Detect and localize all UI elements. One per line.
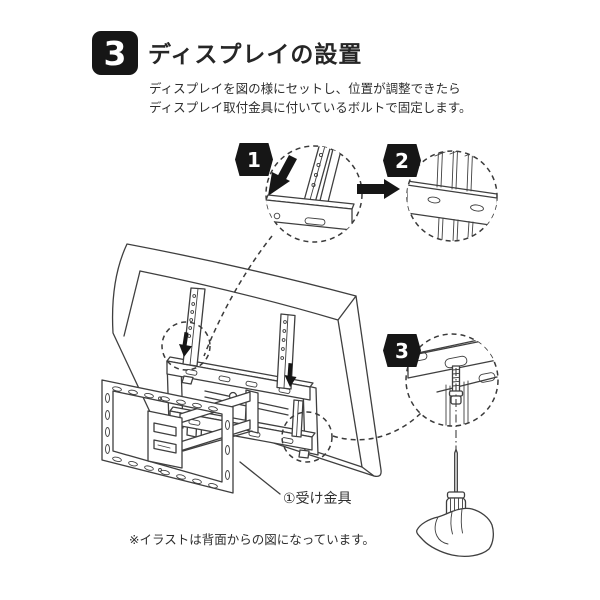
section-number: 3 <box>103 33 127 73</box>
part-label: ①受け金具 <box>283 491 352 507</box>
insert-arrow-left <box>179 332 192 357</box>
step-arrow-icon <box>357 179 400 199</box>
zoom-leader-1 <box>203 235 273 357</box>
part-label-leader <box>239 461 281 495</box>
detail-view-1 <box>265 145 363 243</box>
insert-arrow-right <box>284 363 297 387</box>
wall-mount-assembly <box>101 356 319 494</box>
callout-badge-3: 3 <box>383 334 421 367</box>
upper-receiving-bar <box>166 356 314 401</box>
description-line-1: ディスプレイを図の様にセットし、位置が調整できたら <box>149 81 461 96</box>
description-line-2: ディスプレイ取付金具に付いているボルトで固定します。 <box>149 100 472 115</box>
wall-plate <box>101 379 234 494</box>
detail1-insert-arrow <box>276 155 297 183</box>
section-number-badge: 3 <box>92 31 138 75</box>
callout-badge-1: 1 <box>235 143 273 176</box>
detail-view-2 <box>406 150 498 242</box>
detail-view-3 <box>405 333 499 427</box>
footnote: ※イラストは背面からの図になっています。 <box>129 532 375 547</box>
zoom-leader-3 <box>332 407 427 441</box>
wall-plate-center-panel <box>147 410 183 469</box>
display-mounting-rails <box>179 287 310 459</box>
hand-icon <box>416 507 494 557</box>
zoom-source-circle-right <box>281 411 333 463</box>
callout-number-2: 2 <box>395 148 409 173</box>
callout-number-3: 3 <box>395 338 409 363</box>
zoom-source-circle-left <box>161 321 211 371</box>
callout-badge-2: 2 <box>383 144 421 177</box>
wall-plate-slots <box>105 386 230 489</box>
callout-number-1: 1 <box>247 147 261 172</box>
page-title: ディスプレイの設置 <box>148 42 363 68</box>
